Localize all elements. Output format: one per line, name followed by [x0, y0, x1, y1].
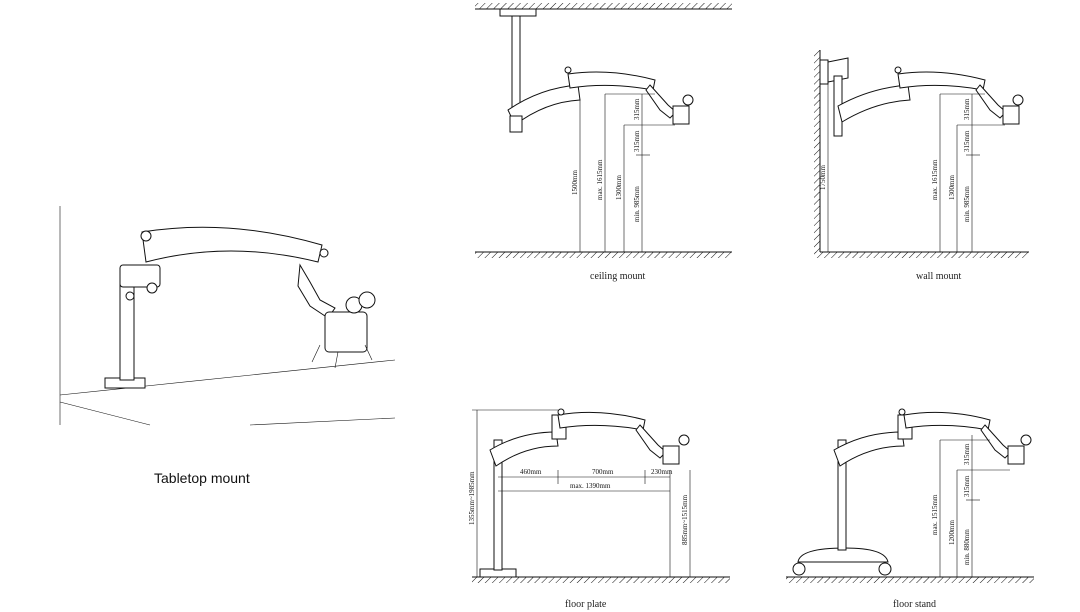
- floorstand-dim-1200: 1200mm: [948, 520, 956, 545]
- wall-dim-315a: 315mm: [963, 98, 971, 120]
- ceiling-floor-hatch: [475, 252, 732, 258]
- ceiling-hatch: [475, 3, 732, 9]
- floorstand-dim-315b: 315mm: [963, 475, 971, 497]
- floor-stand-panel: max. 1515mm 1200mm min. 880mm 315mm 315m…: [786, 408, 1034, 610]
- floorstand-caption: floor stand: [893, 599, 936, 610]
- wall-dim-315b: 315mm: [963, 130, 971, 152]
- ceiling-mount-panel: 1500mm max. 1615mm 1300mm min. 985mm 315…: [475, 3, 732, 282]
- wall-dim-1300: 1300mm: [948, 175, 956, 200]
- floorplate-dimensions: 1355mm~1985mm 460mm 700mm 230mm max. 139…: [468, 409, 691, 577]
- floorplate-dim-230: 230mm: [651, 468, 673, 476]
- floorstand-microscope: [792, 408, 1032, 576]
- wall-mount-panel: 1750mm max. 1615mm 1300mm min. 985mm 315…: [814, 50, 1029, 282]
- ceiling-dim-1300: 1300mm: [615, 175, 623, 200]
- ceiling-dim-315a: 315mm: [633, 98, 641, 120]
- floorstand-dim-315a: 315mm: [963, 443, 971, 465]
- floorplate-dim-range885: 885mm~1515mm: [681, 494, 689, 545]
- floorplate-dim-max1390: max. 1390mm: [570, 482, 611, 490]
- wall-dim-max1615: max. 1615mm: [931, 159, 939, 200]
- wall-dimensions: 1750mm max. 1615mm 1300mm min. 985mm 315…: [819, 84, 1005, 252]
- wall-dim-1750: 1750mm: [819, 165, 827, 190]
- floorplate-dim-700: 700mm: [592, 468, 614, 476]
- wall-floor-hatch: [814, 252, 1029, 258]
- ceiling-dimensions: 1500mm max. 1615mm 1300mm min. 985mm 315…: [571, 93, 675, 252]
- wall-caption: wall mount: [916, 271, 961, 282]
- floorstand-dim-min880: min. 880mm: [963, 529, 971, 565]
- ceiling-dim-315b: 315mm: [633, 130, 641, 152]
- wall-microscope: [819, 57, 1024, 137]
- ceiling-dim-1500: 1500mm: [571, 170, 579, 195]
- floorplate-floor-hatch: [472, 577, 730, 583]
- floorplate-dim-height: 1355mm~1985mm: [468, 471, 476, 525]
- floorstand-dim-max1515: max. 1515mm: [931, 494, 939, 535]
- ceiling-microscope: [499, 8, 694, 133]
- floorplate-microscope: [479, 408, 690, 578]
- ceiling-dim-max1615: max. 1615mm: [596, 159, 604, 200]
- wall-hatch: [814, 50, 820, 253]
- tabletop-mount-panel: Tabletop mount: [59, 206, 396, 486]
- wall-dim-min985: min. 985mm: [963, 186, 971, 222]
- ceiling-caption: ceiling mount: [590, 271, 645, 282]
- tabletop-surface: [59, 206, 396, 426]
- floor-plate-panel: 1355mm~1985mm 460mm 700mm 230mm max. 139…: [468, 408, 730, 610]
- floorplate-dim-460: 460mm: [520, 468, 542, 476]
- floorstand-floor-hatch: [786, 577, 1034, 583]
- ceiling-dim-min985: min. 985mm: [633, 186, 641, 222]
- floorstand-dimensions: max. 1515mm 1200mm min. 880mm 315mm 315m…: [931, 435, 1010, 577]
- floorplate-caption: floor plate: [565, 599, 607, 610]
- tabletop-microscope: [104, 226, 376, 389]
- tabletop-caption: Tabletop mount: [154, 470, 250, 486]
